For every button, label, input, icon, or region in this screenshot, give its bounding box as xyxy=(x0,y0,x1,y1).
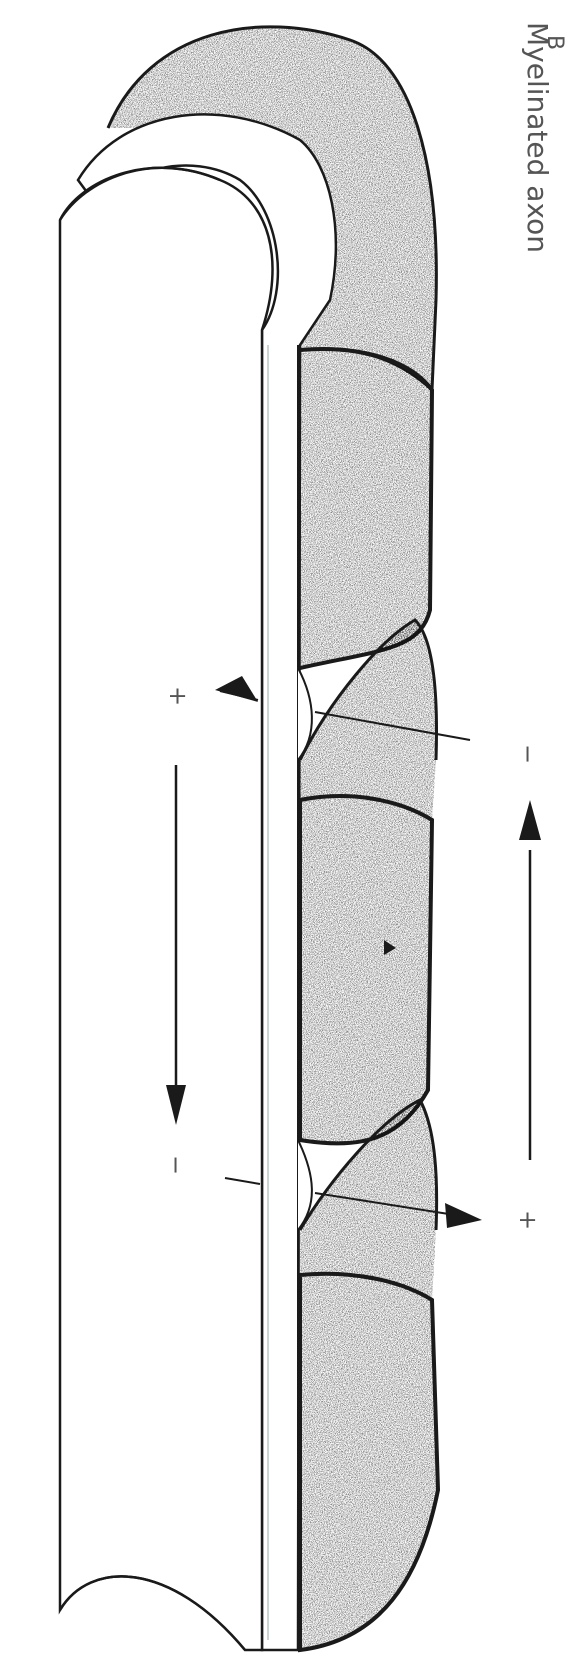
myelin-segment-5 xyxy=(300,1274,438,1650)
myelin-segment-3 xyxy=(300,796,432,1143)
node-2-arrow-right xyxy=(445,1203,482,1228)
sign-minus-bottom-left: − xyxy=(162,1155,190,1175)
outer-current-arrowhead xyxy=(519,800,541,840)
figure-title: Myelinated axon xyxy=(521,22,554,253)
sign-minus-top-right: − xyxy=(514,744,542,764)
axon xyxy=(60,114,336,1650)
sign-plus-bottom-right: + xyxy=(514,1210,542,1230)
sign-plus-top-left: + xyxy=(164,686,192,706)
axon-core xyxy=(60,168,273,1650)
